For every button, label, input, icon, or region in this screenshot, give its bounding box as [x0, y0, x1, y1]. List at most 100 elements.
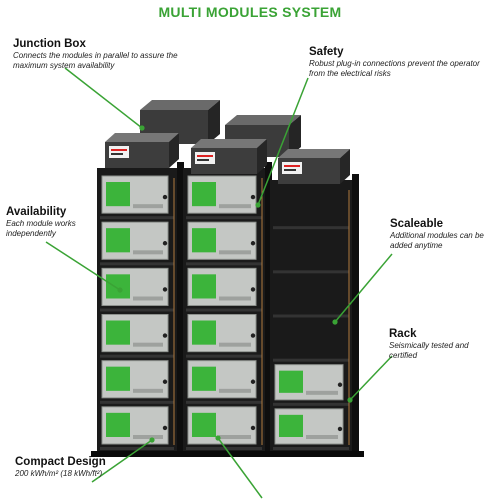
rack-base [91, 451, 189, 457]
module-green-panel [106, 366, 130, 391]
module-green-panel [192, 366, 216, 391]
battery-module [101, 406, 169, 445]
junction-box-logo-stripe [284, 169, 296, 171]
junction-box-logo-stripe [111, 149, 127, 151]
module-green-panel [192, 182, 216, 207]
module-green-panel [106, 320, 130, 345]
callout-heading: Rack [389, 328, 417, 340]
rack-shelf [273, 270, 349, 274]
rack-base [177, 451, 277, 457]
rack-shelf [273, 226, 349, 230]
rack-side-post [352, 174, 359, 455]
battery-module [187, 221, 257, 260]
module-green-panel [106, 228, 130, 253]
battery-module [101, 221, 169, 260]
callout-compact-design: Compact Design 200 kWh/m² (18 kWh/ft²) [15, 456, 155, 479]
callout-heading: Scaleable [390, 218, 444, 230]
rack-shelf [100, 400, 174, 404]
rack-shelf [186, 216, 262, 220]
rack-shelf [273, 314, 349, 318]
callout-text: 200 kWh/m² (18 kWh/ft²) [15, 469, 103, 478]
rack-shelf [100, 216, 174, 220]
callout-scaleable: Scaleable Additional modules can be adde… [390, 218, 498, 250]
callout-text: Robust plug-in connections prevent the o… [309, 59, 480, 78]
junction-box-logo-stripe [284, 165, 300, 167]
junction-box-logo-stripe [197, 159, 209, 161]
junction-box-logo-icon [282, 162, 302, 174]
junction-box-top [278, 149, 350, 158]
callout-text: Additional modules can be added anytime [390, 231, 484, 250]
junction-box-logo-stripe [111, 153, 123, 155]
battery-module [274, 364, 344, 401]
pointer-safety-dot [255, 202, 261, 208]
module-connector [337, 426, 343, 432]
junction-box [105, 133, 179, 168]
rack-side-post [177, 162, 184, 455]
module-green-panel [106, 412, 130, 437]
battery-module [187, 175, 257, 214]
rack-shelf [100, 262, 174, 266]
rack-shelf [186, 447, 262, 450]
callout-availability: Availability Each module works independe… [6, 206, 96, 238]
module-connector [162, 287, 168, 292]
pointer-junction-box-dot [139, 125, 145, 131]
module-connector [250, 287, 256, 292]
module-connector [250, 241, 256, 246]
module-green-panel [192, 412, 216, 437]
pointer-compact-design [91, 439, 153, 483]
pointer-compact-design-dot [149, 437, 155, 443]
module-handle [219, 388, 251, 393]
module-green-panel [279, 414, 303, 437]
module-handle [133, 388, 163, 393]
callout-heading: Safety [309, 46, 344, 58]
junction-box-side [340, 149, 350, 184]
module-connector [162, 241, 168, 246]
pointer-junction-box [64, 67, 143, 129]
module-handle [219, 342, 251, 347]
junction-box-logo-icon [109, 146, 129, 158]
module-connector [162, 194, 168, 200]
module-handle [219, 250, 251, 255]
pointer-availability-dot [117, 287, 123, 293]
module-handle [133, 250, 163, 255]
module-connector [337, 382, 343, 387]
junction-box-top [105, 133, 179, 142]
module-connector [162, 379, 168, 384]
rack-shelf [100, 308, 174, 312]
module-connector [162, 425, 168, 431]
callout-text: Each module works independently [6, 219, 76, 238]
module-handle [219, 435, 251, 439]
rack-side-post [265, 162, 272, 455]
junction-box-side [169, 133, 179, 168]
left-rack [91, 133, 189, 457]
rack-shelf [100, 354, 174, 358]
callout-text: Seismically tested and certified [389, 341, 469, 360]
callout-safety: Safety Robust plug-in connections preven… [309, 46, 489, 78]
pointer-scaleable-dot [332, 319, 338, 325]
module-connector [250, 194, 256, 200]
rack-shelf [186, 262, 262, 266]
module-handle [133, 296, 163, 301]
module-handle [306, 390, 338, 395]
rack-shelf [186, 308, 262, 312]
pointer-bottom-dot [215, 435, 221, 441]
callout-heading: Availability [6, 206, 67, 218]
battery-module [101, 267, 169, 307]
junction-box [278, 149, 350, 184]
center-rack [177, 139, 277, 457]
rack-shelf [273, 447, 349, 450]
module-connector [250, 425, 256, 431]
junction-box-logo-stripe [197, 155, 213, 157]
module-handle [133, 342, 163, 347]
junction-box-top [225, 115, 301, 125]
callout-heading: Junction Box [13, 38, 86, 50]
battery-module [187, 314, 257, 353]
pointer-bottom [217, 437, 263, 499]
rack-shelf [273, 402, 349, 406]
junction-box-logo-icon [195, 152, 215, 164]
pointer-availability [45, 241, 121, 291]
diagram-title: MULTI MODULES SYSTEM [158, 4, 342, 20]
module-connector [162, 333, 168, 338]
